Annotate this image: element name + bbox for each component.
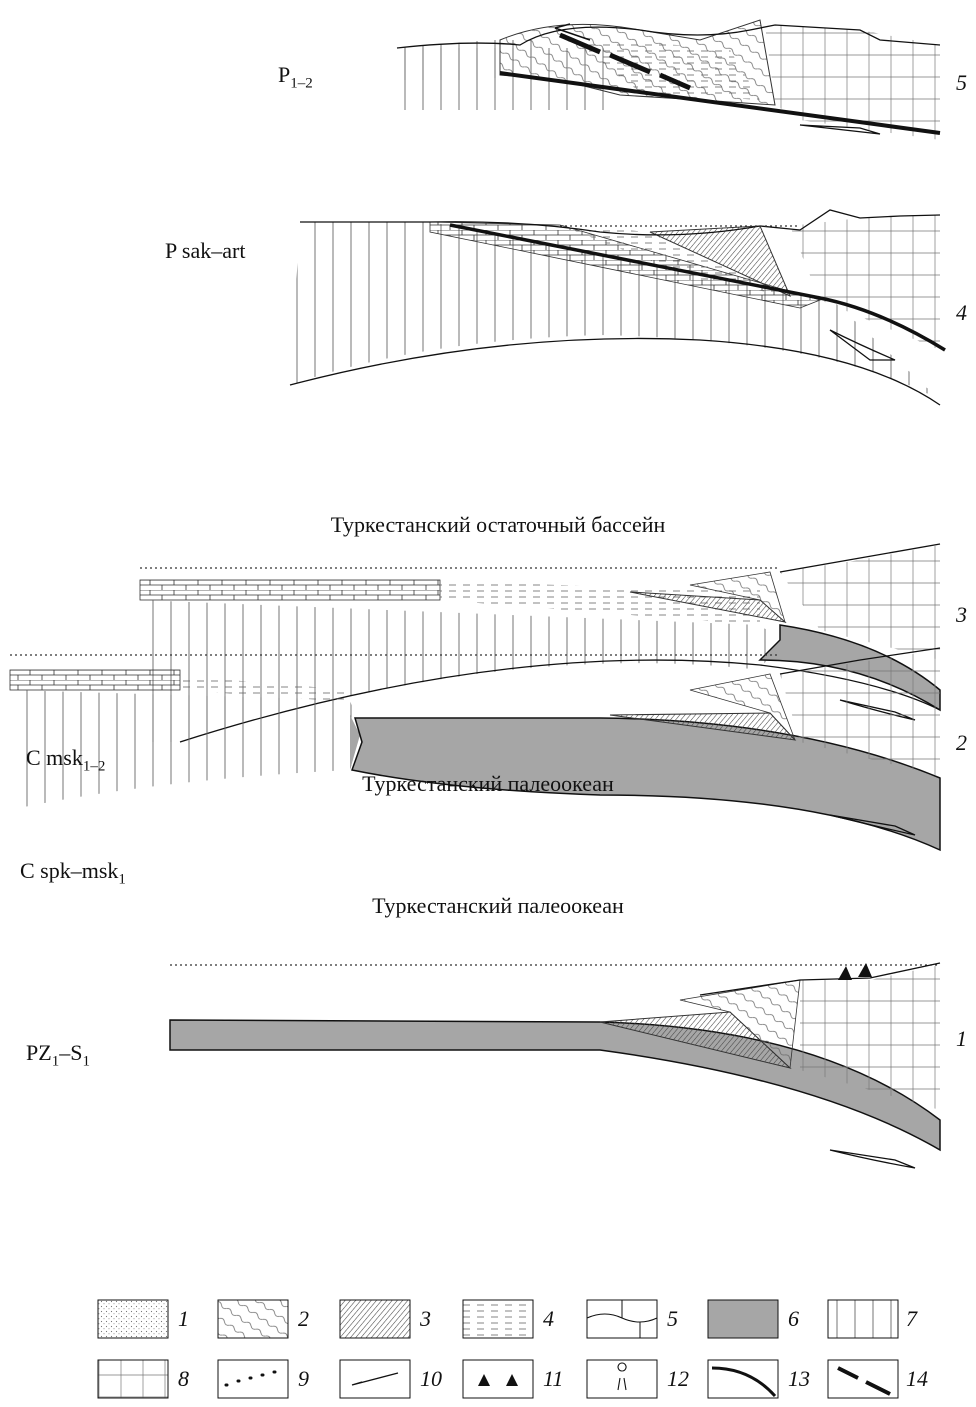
stage-5-number: 5 <box>956 70 967 95</box>
legend-swatch-4 <box>462 1299 534 1339</box>
stage-3-number: 3 <box>956 602 967 627</box>
legend-swatch-11 <box>462 1359 534 1399</box>
legend-label-2: 2 <box>298 1306 309 1331</box>
stage-1-section <box>169 962 941 1169</box>
stage2-limestone-band <box>9 669 181 691</box>
stage1-crust-right <box>800 965 940 1110</box>
legend-label-4: 4 <box>543 1306 554 1331</box>
stage1-volcano-2 <box>858 963 872 977</box>
legend-swatch-9 <box>217 1359 289 1399</box>
legend-swatch-2 <box>217 1299 289 1339</box>
legend-swatch-7 <box>827 1299 899 1339</box>
legend-swatch-5-symbol <box>586 1300 658 1338</box>
stage4-wedge-dashed <box>560 225 790 296</box>
stage4-subduction-arrow <box>829 329 896 361</box>
stage-2-section <box>9 647 941 852</box>
legend-swatch-12 <box>586 1359 658 1399</box>
stage3-limestone-band <box>139 579 441 601</box>
stage3-crust-right <box>780 545 940 660</box>
stage2-subduction-arrow <box>829 814 916 836</box>
legend-swatch-14-symbol <box>837 1366 891 1396</box>
stage3-sediment-band <box>440 582 760 625</box>
stage1-wedge-wavy <box>679 979 801 1069</box>
legend-label-1: 1 <box>178 1306 189 1331</box>
legend-swatch-13-symbol <box>711 1366 777 1397</box>
legend-label-6: 6 <box>788 1306 799 1331</box>
legend-swatch-11-symbol <box>478 1374 518 1386</box>
stage3-wedge-wavy <box>689 571 786 624</box>
legend-label-10: 10 <box>420 1366 442 1391</box>
stage-4-number: 4 <box>956 300 967 325</box>
legend-swatch-9-symbol <box>224 1370 277 1387</box>
stage-5-section <box>396 19 941 140</box>
legend-swatch-10-symbol <box>351 1372 399 1386</box>
legend-label-5: 5 <box>667 1306 678 1331</box>
legend-swatch-12-symbol <box>617 1362 627 1391</box>
stage5-topography <box>396 24 941 49</box>
legend-label-13: 13 <box>788 1366 810 1391</box>
stage3-topography <box>779 543 941 573</box>
stage2-wedge-wavy <box>689 673 796 741</box>
stage2-topography <box>779 647 941 675</box>
stage-2-number: 2 <box>956 730 967 755</box>
stage-4-age-label: P sak–art <box>165 238 246 263</box>
legend-boxes <box>97 1299 899 1399</box>
stage1-topography <box>699 962 941 996</box>
legend-label-7: 7 <box>906 1306 917 1331</box>
legend-label-3: 3 <box>420 1306 431 1331</box>
stage1-volcano-1 <box>838 966 852 980</box>
stage2-sediment-band <box>180 676 350 702</box>
legend-label-12: 12 <box>667 1366 689 1391</box>
stage-4-section <box>289 209 946 406</box>
stage-1-title: Туркестанский палеоокеан <box>372 893 624 918</box>
stage-1-number: 1 <box>956 1026 967 1051</box>
legend-swatch-6 <box>707 1299 779 1339</box>
stage5-arrow-upper <box>554 23 591 41</box>
stage1-subduction-arrow <box>829 1149 916 1169</box>
stage-3-title: Туркестанский остаточный бассейн <box>330 512 666 537</box>
stage-2-age-label: C spk–msk1 <box>20 858 126 888</box>
legend-label-8: 8 <box>178 1366 189 1391</box>
stage4-vertical-crust <box>290 222 940 400</box>
stage5-clay-fill <box>580 43 760 100</box>
stage4-crust-right <box>790 215 940 350</box>
stage2-vertical-crust <box>10 690 360 810</box>
legend-swatch-14 <box>827 1359 899 1399</box>
stage4-slab-base <box>289 337 941 406</box>
stage-2-title: Туркестанский палеоокеан <box>362 771 614 796</box>
stage4-main-thrust <box>449 223 946 352</box>
legend-swatch-1 <box>97 1299 169 1339</box>
legend-label-9: 9 <box>298 1366 309 1391</box>
stage5-fault-dashes <box>559 32 691 91</box>
legend-swatch-13 <box>707 1359 779 1399</box>
legend-label-14: 14 <box>906 1366 928 1391</box>
stage-5-age-label: P1–2 <box>278 62 313 92</box>
stage-3-age-label: C msk1–2 <box>26 745 106 775</box>
stage2-crust-right <box>780 650 940 776</box>
stage4-topography <box>300 209 941 236</box>
legend-swatch-3 <box>339 1299 411 1339</box>
stage5-crust-right <box>765 25 940 140</box>
stage-1-age-label: PZ1–S1 <box>26 1040 90 1070</box>
stage5-main-thrust <box>499 71 941 135</box>
legend-swatch-8 <box>97 1359 169 1399</box>
legend-label-11: 11 <box>543 1366 564 1391</box>
stage5-arrow-lower <box>799 124 881 135</box>
